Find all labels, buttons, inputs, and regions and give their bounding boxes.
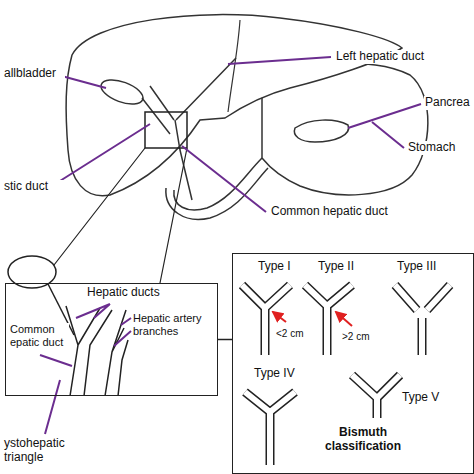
- type-label: Type I: [257, 260, 309, 274]
- pancreas-outline: [294, 120, 348, 142]
- part-label: Left hepatic duct: [335, 50, 467, 64]
- dimension-label: >2 cm: [341, 331, 383, 343]
- duodenum-outline: [174, 158, 262, 210]
- part-label: stic duct: [3, 180, 65, 194]
- duct-label: Hepatic ducts: [86, 286, 180, 300]
- leader-line: [52, 57, 421, 212]
- bismuth-type-2-shape: [305, 285, 352, 355]
- bismuth-type-4-shape: [245, 392, 295, 465]
- bismuth-type-5-lumen: [352, 375, 400, 418]
- bismuth-type-1-lumen: [242, 285, 290, 355]
- dimension-label: <2 cm: [275, 328, 317, 340]
- type-label: Type V: [401, 391, 458, 405]
- classification-box: Type I <2 cm Type II >2 cm Type III Type IV Ty…: [232, 253, 474, 474]
- measure-arrow: [273, 312, 286, 322]
- type-label: Type II: [317, 260, 374, 274]
- zoom-line: [40, 148, 187, 283]
- part-label: allbladder: [3, 67, 65, 81]
- gallbladder-shape: [98, 75, 146, 109]
- bile-duct: [142, 58, 236, 200]
- liver-outline: [66, 15, 402, 196]
- artery-label: Hepatic artery branches: [132, 312, 214, 337]
- type-label: Type IV: [253, 367, 310, 381]
- connector-line: [218, 339, 232, 341]
- part-label: Pancrea: [424, 96, 474, 110]
- part-label: ystohepatic triangle: [3, 437, 95, 465]
- bismuth-type-3-shape: [395, 285, 450, 355]
- duct-outline: [242, 285, 450, 465]
- bismuth-type-3-lumen: [395, 285, 450, 355]
- classification-title: Bismuth classification: [317, 426, 409, 454]
- part-label: Stomach: [407, 141, 469, 155]
- bismuth-type-5-shape: [352, 375, 400, 418]
- bismuth-type-2-lumen: [305, 285, 352, 355]
- type-label: Type III: [396, 260, 458, 274]
- zoom-square: [145, 112, 187, 148]
- duct-label: Common epatic duct: [9, 323, 69, 348]
- measure-arrow: [336, 312, 352, 326]
- liver-ligament: [228, 20, 240, 112]
- bismuth-type-1-shape: [242, 285, 290, 355]
- part-label: Common hepatic duct: [270, 205, 402, 219]
- bismuth-type-4-lumen: [245, 392, 295, 465]
- duct-lumen: [242, 285, 450, 465]
- hepatic-duct-tree: [66, 306, 112, 396]
- inset-box: Hepatic ductsCommon epatic duct Hepatic a…: [5, 283, 218, 396]
